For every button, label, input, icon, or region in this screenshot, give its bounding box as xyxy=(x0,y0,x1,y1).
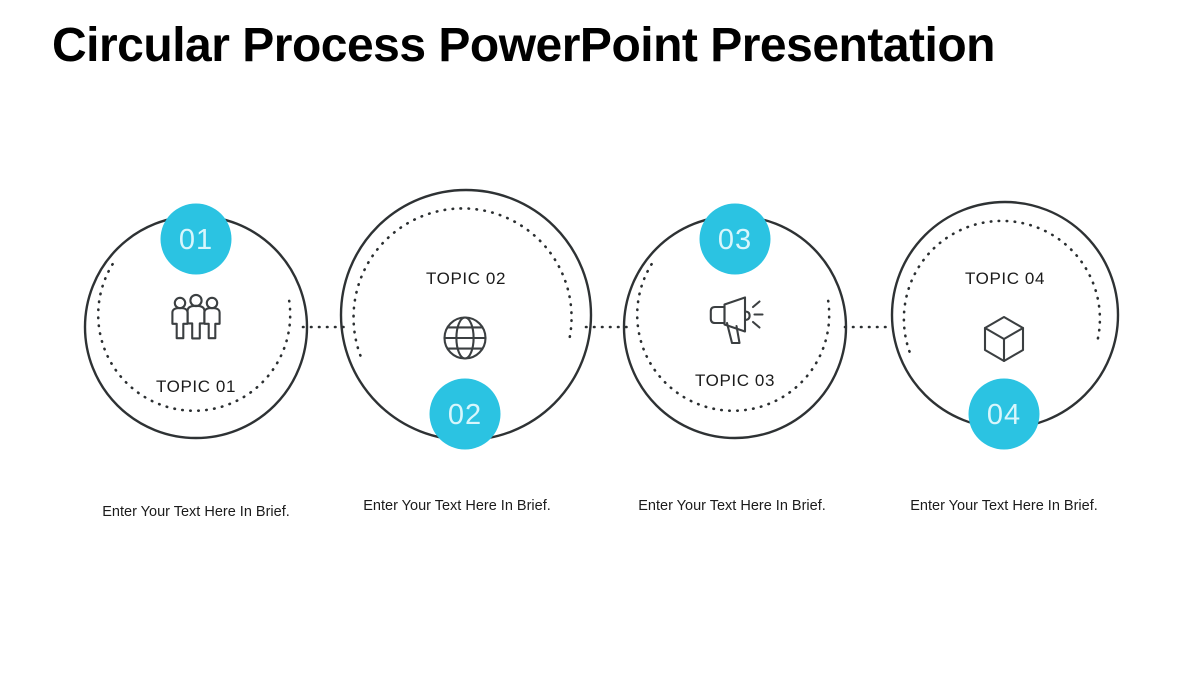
process-step-1[interactable]: TOPIC 01 01 xyxy=(83,203,309,440)
step-1-badge[interactable] xyxy=(160,203,232,275)
step-3-topic: TOPIC 03 xyxy=(695,371,775,390)
page-title: Circular Process PowerPoint Presentation xyxy=(52,19,995,72)
step-4-badge-number: 04 xyxy=(987,399,1021,431)
step-4-badge[interactable] xyxy=(968,378,1040,450)
step-4-dotted-arc xyxy=(902,219,1102,353)
step-2-badge[interactable] xyxy=(429,378,501,450)
step-4-topic: TOPIC 04 xyxy=(965,269,1045,288)
step-2-badge-number: 02 xyxy=(448,399,482,431)
step-1-dotted-arc xyxy=(96,262,292,413)
step-1-topic: TOPIC 01 xyxy=(156,377,236,396)
step-2-caption: Enter Your Text Here In Brief. xyxy=(363,498,551,514)
process-step-4[interactable]: TOPIC 04 04 xyxy=(890,200,1120,450)
globe-icon xyxy=(443,316,487,360)
step-2-topic: TOPIC 02 xyxy=(426,269,506,288)
step-3-dotted-arc xyxy=(635,262,831,413)
step-1-caption: Enter Your Text Here In Brief. xyxy=(102,504,290,520)
step-3-caption: Enter Your Text Here In Brief. xyxy=(638,498,826,514)
cube-icon xyxy=(983,315,1025,363)
process-step-2[interactable]: TOPIC 02 02 xyxy=(339,188,593,450)
step-4-caption: Enter Your Text Here In Brief. xyxy=(910,498,1098,514)
circular-process-diagram: TOPIC 01 01 TOPIC 02 02 xyxy=(83,188,1120,450)
process-step-3[interactable]: TOPIC 03 03 xyxy=(622,203,848,440)
step-3-badge-number: 03 xyxy=(718,224,752,256)
step-1-badge-number: 01 xyxy=(179,224,213,256)
people-group-icon xyxy=(171,293,221,340)
step-3-badge[interactable] xyxy=(699,203,771,275)
step-2-dotted-arc xyxy=(352,207,573,357)
megaphone-icon xyxy=(709,296,764,345)
